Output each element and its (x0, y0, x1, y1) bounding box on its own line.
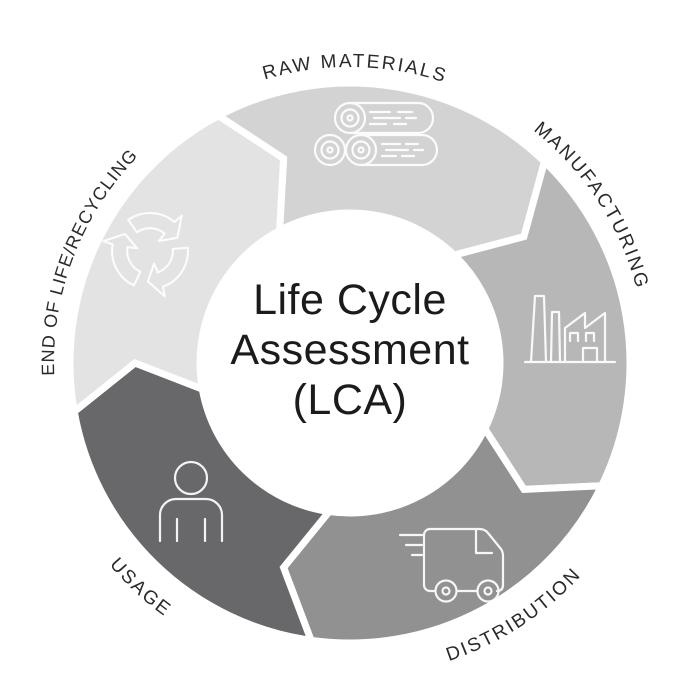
title-line-2: Assessment (230, 326, 469, 374)
title-line-1: Life Cycle (253, 276, 447, 324)
segment-manufacturing (447, 154, 634, 493)
factory-icon (523, 294, 617, 364)
recycle-icon (100, 212, 195, 299)
cycle-ring (66, 79, 634, 647)
title-line-3: (LCA) (293, 376, 408, 424)
center-title: Life Cycle Assessment (LCA) (230, 276, 469, 424)
segment-end-of-life-recycling (66, 111, 288, 419)
logs-icon (313, 101, 439, 167)
segment-distribution (279, 421, 608, 647)
person-icon (158, 460, 224, 543)
segment-usage (70, 359, 336, 645)
segment-raw-materials (211, 79, 549, 259)
truck-icon (398, 527, 505, 603)
